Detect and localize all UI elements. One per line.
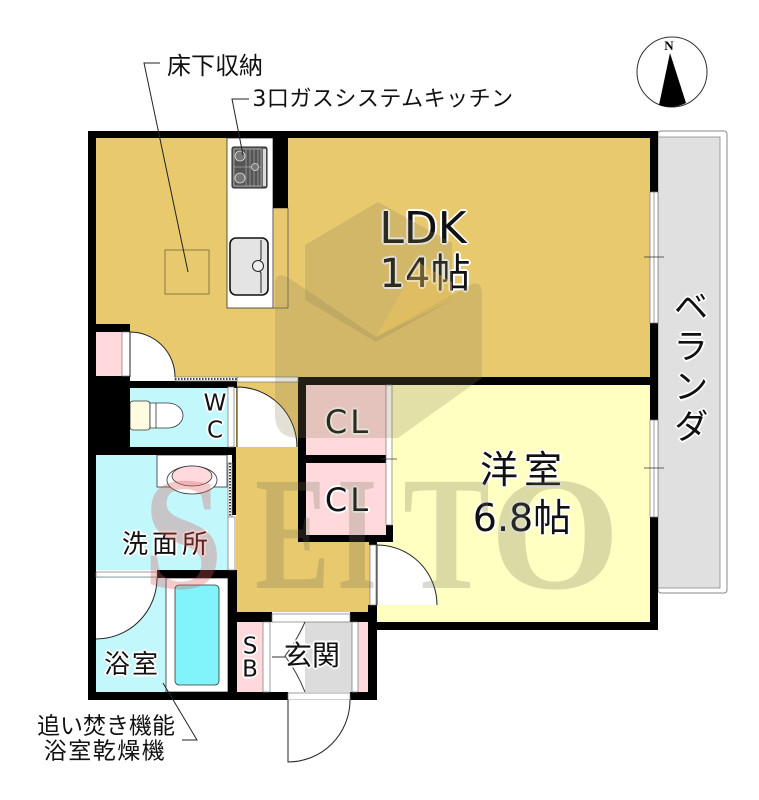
entrance-label: 玄関 [283, 639, 341, 672]
entrance-floor-edge [284, 621, 306, 693]
washroom-side-strip [227, 516, 236, 571]
ldk-storage-floor [96, 332, 122, 376]
wall-closet-right-top [386, 377, 393, 385]
wc-door-swing [236, 386, 298, 448]
wall-bottom-left [88, 692, 288, 700]
wc-door-leaf [227, 386, 235, 448]
wall-entrance-right [368, 605, 377, 700]
wall-ldk-western [298, 377, 658, 385]
wall-wc-left-block [88, 376, 130, 455]
kitchen-leader [231, 98, 249, 156]
wall-closet-middle [298, 455, 386, 463]
bathtub-icon [165, 577, 229, 693]
bath-door-frame [95, 571, 158, 578]
wc-label-w: W [203, 390, 227, 417]
wall-entrance-top-right [350, 612, 377, 622]
underfloor-storage-label: 床下収納 [167, 52, 263, 80]
wall-western-bottom [370, 622, 658, 630]
western-door-swing [376, 544, 438, 606]
hallway-floor-lower [298, 542, 370, 612]
entrance-door-swing [287, 699, 351, 763]
closet-lower-label: CL [324, 481, 372, 519]
shoe-box-label-s: S [242, 633, 258, 660]
balcony-label: ベランダ [667, 288, 708, 448]
closet-sliding-doors [385, 384, 393, 526]
kitchen-sink-icon [229, 237, 269, 296]
western-room-size: 6.8帖 [472, 496, 572, 540]
entrance-floor [305, 622, 352, 692]
wall-western-left-top [369, 542, 377, 545]
bath-feature-dryer-label: 浴室乾燥機 [43, 738, 167, 765]
washroom-label: 洗面所 [121, 530, 213, 560]
openings [95, 191, 664, 701]
gas-stove-icon [231, 146, 268, 189]
kitchen-pillar [273, 138, 288, 208]
closet-lower-floor [306, 463, 386, 535]
compass-north-label: N [664, 38, 674, 53]
wall-closet-right-bottom [386, 525, 393, 542]
bathroom-label: 浴室 [103, 650, 161, 680]
bathroom-door-swing [95, 577, 158, 640]
kitchen-label: 3口ガスシステムキッチン [252, 87, 514, 112]
wc-label-c: C [206, 417, 224, 444]
washbasin-icon [156, 454, 228, 495]
shoe-box-door [262, 621, 271, 693]
wall-washroom-bath [157, 570, 236, 578]
closet-upper-label: CL [324, 403, 372, 441]
ldk-room-size: 14帖 [379, 251, 471, 297]
leader-lines [143, 62, 249, 741]
walls [88, 131, 658, 700]
underfloor-storage-leader [143, 62, 189, 273]
wall-closet-bottom [298, 535, 393, 542]
western-door-frame [369, 544, 377, 606]
wall-entrance-top-left [236, 612, 272, 622]
wall-wc-bottom [88, 447, 236, 455]
wall-wc-top [130, 381, 237, 388]
bath-feature-reheat-label: 追い焚き機能 [37, 713, 175, 740]
western-room-name: 洋室 [479, 448, 569, 492]
north-compass-icon: N [636, 36, 708, 108]
shoe-box-floor [237, 622, 263, 692]
entrance-step-edge [271, 613, 351, 623]
wall-washroom-right [232, 455, 236, 515]
shoe-box-label-b: B [242, 656, 258, 683]
wall-ldk-storage-top [88, 324, 130, 332]
ldk-floor [96, 138, 650, 377]
wall-bath-right [228, 570, 237, 700]
ldk-room-name: LDK [379, 203, 467, 254]
toilet-icon [129, 400, 184, 431]
entrance-side-strip [351, 621, 359, 693]
entrance-side-storage [358, 622, 368, 692]
ldk-storage-door-swing [129, 331, 176, 378]
bath-feature-leader [162, 682, 198, 741]
wall-top [88, 131, 658, 138]
underfloor-storage-hatch [164, 249, 210, 295]
wall-bottom-right [350, 692, 377, 700]
doors [95, 331, 438, 763]
balcony-floor [657, 136, 721, 589]
closet-upper-floor [306, 385, 386, 455]
